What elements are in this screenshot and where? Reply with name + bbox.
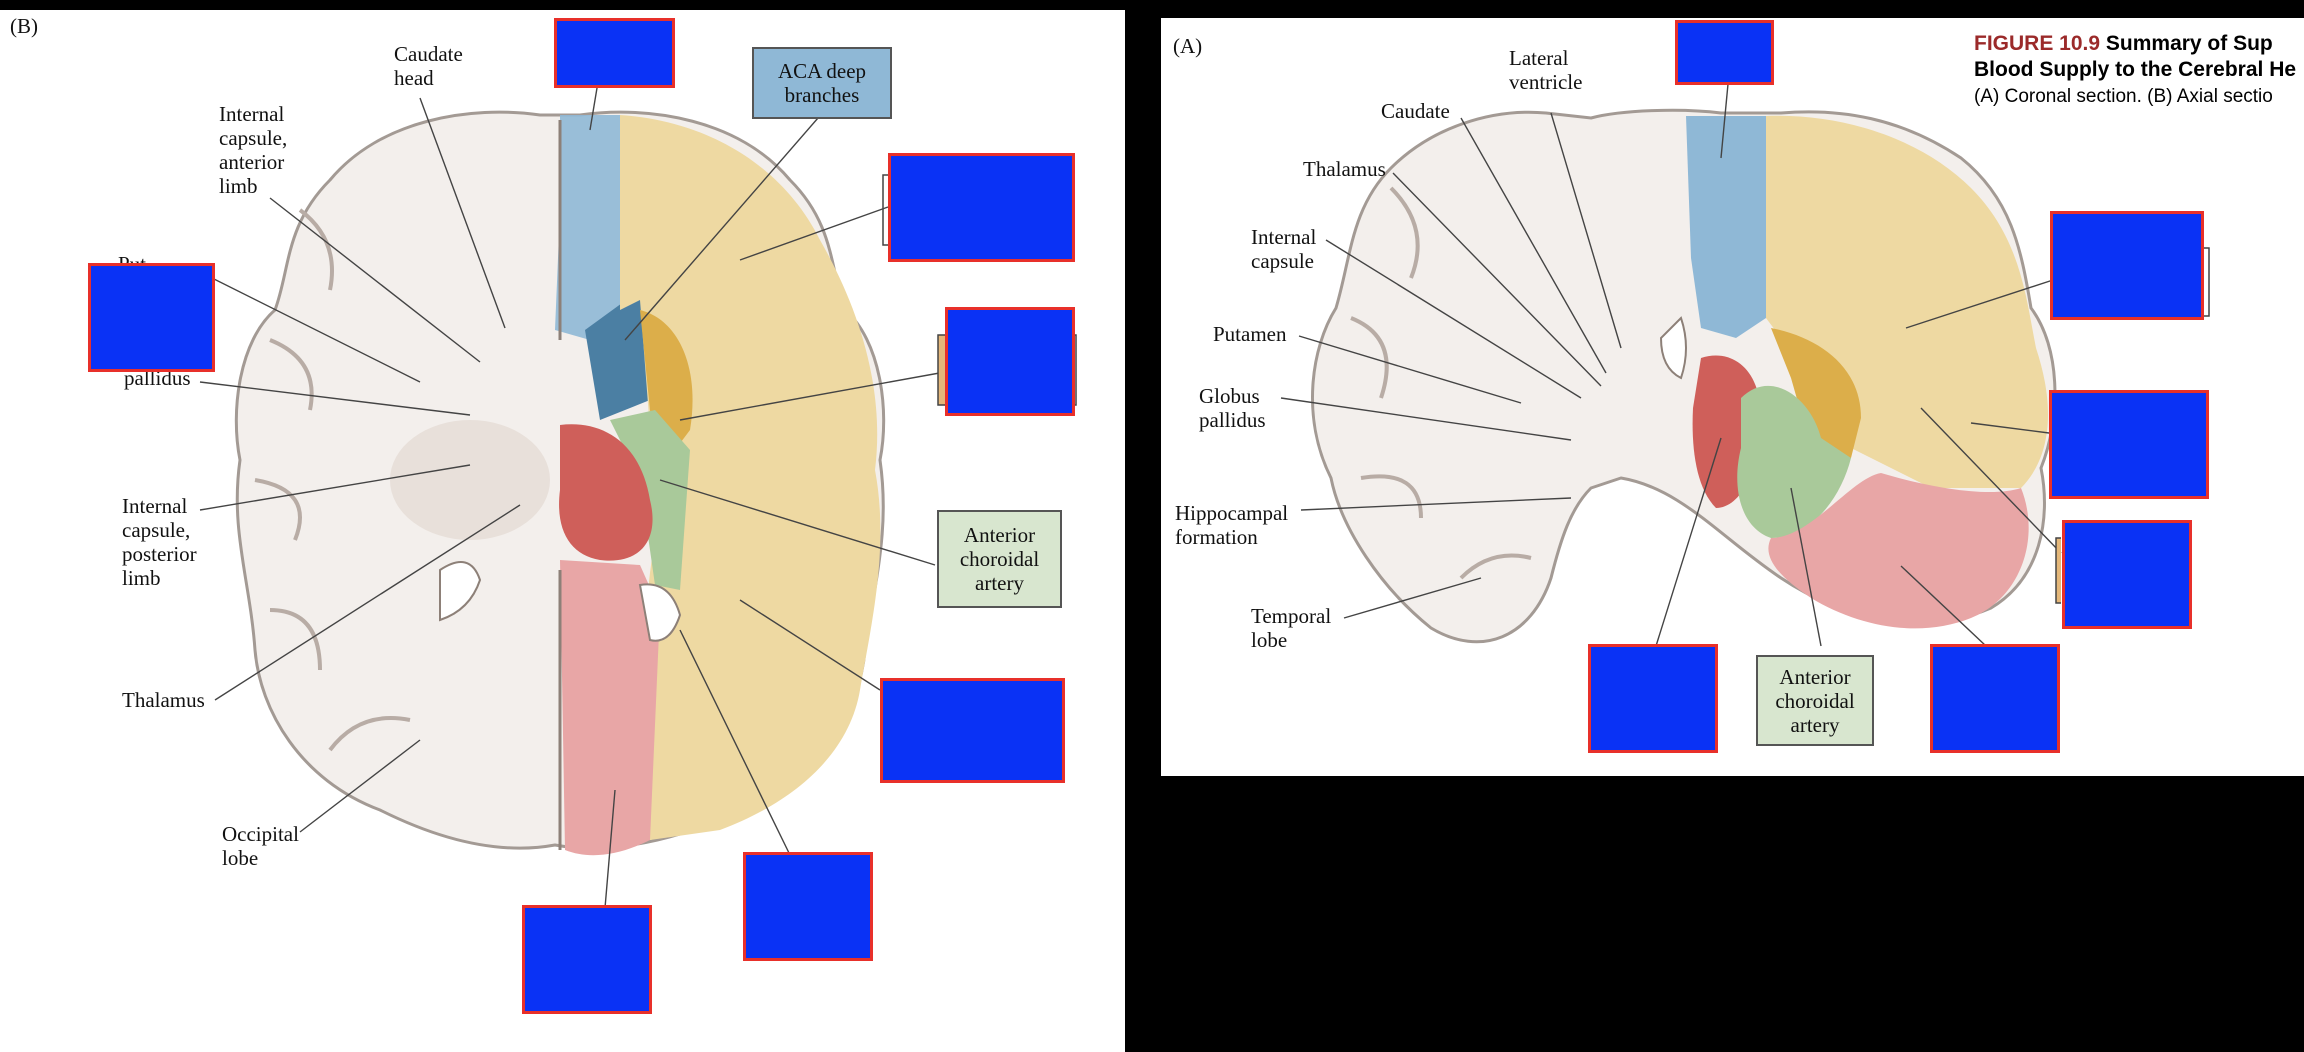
label-internal-capsule: Internal capsule	[1251, 225, 1317, 273]
left-thalamus-shape	[390, 420, 550, 540]
label-internal-capsule-anterior-limb: Internal capsule, anterior limb	[219, 102, 288, 198]
blank-label-box-bottom-left-coronal[interactable]	[1588, 644, 1718, 753]
label-thalamus-coronal: Thalamus	[1303, 157, 1386, 181]
key-anterior-choroidal-artery-coronal: Anterior choroidal artery	[1756, 655, 1874, 746]
blank-label-box-lower-right-coronal[interactable]	[2062, 520, 2192, 629]
axial-brain-illustration	[199, 81, 1077, 909]
key-anterior-choroidal-artery: Anterior choroidal artery	[937, 510, 1062, 608]
blank-label-box-bottom-right-coronal[interactable]	[1930, 644, 2060, 753]
panel-b-label: (B)	[10, 14, 38, 38]
panel-b-axial-section: (B) Caudate head Internal capsule, anter…	[0, 10, 1125, 1052]
label-globus-pallidus: Globus pallidus	[1199, 384, 1266, 432]
pca-territory	[560, 560, 660, 856]
panel-a-leader-lines	[1280, 83, 2062, 647]
blank-label-box-upper-right-coronal[interactable]	[2050, 211, 2204, 320]
aca-territory	[555, 115, 620, 340]
pca-territory	[1768, 473, 2029, 629]
key-aca-deep-branches: ACA deep branches	[752, 47, 892, 119]
blank-label-box-bottom[interactable]	[522, 905, 652, 1014]
blank-label-box-left[interactable]	[88, 263, 215, 372]
blank-label-box-right-middle[interactable]	[945, 307, 1075, 416]
label-caudate-head: Caudate head	[394, 42, 463, 90]
blank-label-box-right-coronal[interactable]	[2049, 390, 2209, 499]
label-internal-capsule-posterior-limb: Internal capsule, posterior limb	[122, 494, 197, 590]
label-occipital-lobe: Occipital lobe	[222, 822, 299, 870]
blank-label-box-bottom-right[interactable]	[743, 852, 873, 961]
blank-label-box-top-coronal[interactable]	[1675, 20, 1774, 85]
blank-label-box-upper-right[interactable]	[888, 153, 1075, 262]
figure-caption-title-line1: FIGURE 10.9 Summary of Sup	[1974, 32, 2273, 56]
coronal-brain-illustration	[1280, 83, 2210, 647]
panel-a-coronal-section: (A) Lateral ventricle Caudate Thalamus I…	[1161, 18, 2304, 776]
figure-subtitle: (A) Coronal section. (B) Axial sectio	[1974, 86, 2273, 107]
lenticulostriate-territory	[640, 310, 693, 470]
lenticulostriate-territory	[1771, 328, 1861, 458]
label-thalamus: Thalamus	[122, 688, 205, 712]
blank-label-box-top[interactable]	[554, 18, 675, 88]
label-hippocampal-formation: Hippocampal formation	[1175, 501, 1289, 549]
panel-a-label: (A)	[1173, 34, 1203, 58]
anterior-choroidal-territory	[1737, 385, 1851, 538]
aca-deep-territory	[585, 290, 650, 420]
aca-territory	[1686, 116, 1766, 338]
thalamic-territory	[559, 424, 653, 561]
label-caudate: Caudate	[1381, 99, 1450, 123]
figure-title-line1: Summary of Sup	[2105, 32, 2273, 55]
label-lateral-ventricle: Lateral ventricle	[1509, 46, 1583, 94]
label-temporal-lobe: Temporal lobe	[1251, 604, 1332, 652]
figure-number: FIGURE 10.9	[1974, 32, 2101, 55]
figure-title-line2: Blood Supply to the Cerebral He	[1974, 58, 2297, 81]
mca-territory	[620, 115, 881, 840]
panel-b-leader-lines	[199, 81, 946, 909]
blank-label-box-lower-right[interactable]	[880, 678, 1065, 783]
label-putamen: Putamen	[1213, 322, 1287, 346]
